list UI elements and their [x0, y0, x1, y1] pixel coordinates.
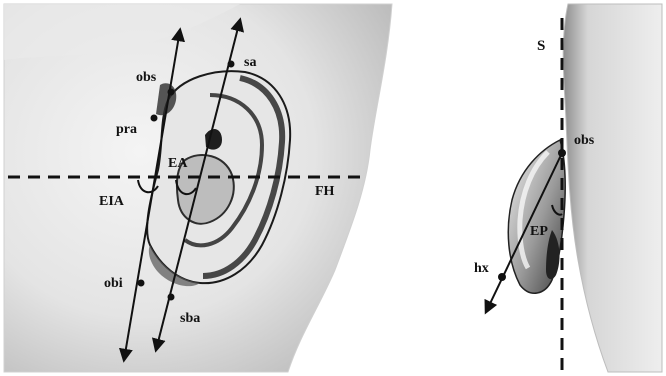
- label-ea: EA: [168, 156, 188, 171]
- point-pra: [151, 115, 158, 122]
- label-sba: sba: [180, 311, 200, 326]
- label-fh: FH: [315, 184, 335, 199]
- label-s: S: [537, 38, 545, 54]
- point-obs-right: [558, 149, 566, 157]
- label-hx: hx: [474, 261, 489, 276]
- label-ep: EP: [530, 224, 548, 239]
- point-sa: [228, 61, 235, 68]
- label-eia: EIA: [99, 194, 125, 209]
- label-obs-right: obs: [574, 133, 595, 148]
- label-obs-left: obs: [136, 70, 157, 85]
- point-hx: [498, 273, 506, 281]
- label-pra: pra: [116, 122, 137, 137]
- label-sa: sa: [244, 55, 256, 70]
- point-obs: [168, 89, 175, 96]
- label-obi: obi: [104, 276, 123, 291]
- point-sba: [168, 294, 175, 301]
- point-obi: [138, 280, 145, 287]
